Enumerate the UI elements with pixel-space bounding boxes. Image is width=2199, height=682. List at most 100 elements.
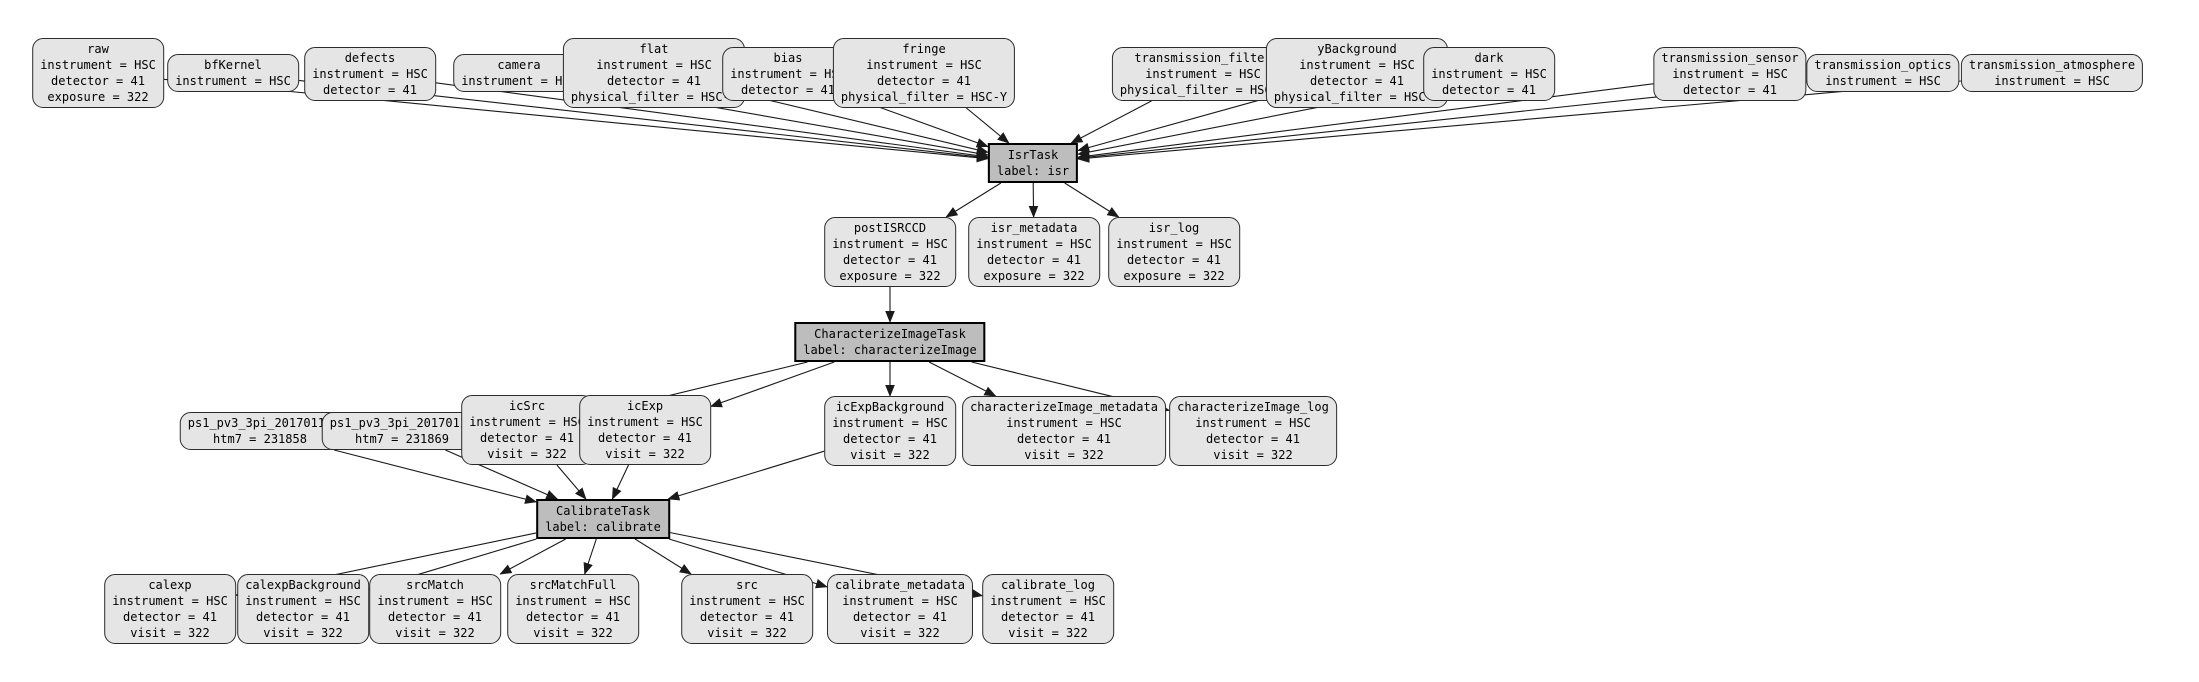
node-attribute: detector = 41 [607, 74, 701, 88]
node-CharacterizeImageTask: CharacterizeImageTask label: characterize… [794, 322, 986, 362]
node-attribute: instrument = HSC [1672, 67, 1788, 81]
node-attribute: physical_filter = HSC-Y [570, 90, 738, 104]
node-attribute: instrument = HSC [515, 594, 631, 608]
node-attribute: label: calibrate [545, 520, 661, 534]
node-title: src [736, 578, 758, 592]
node-title: ps1_pv3_3pi_20170110 [187, 416, 333, 430]
edge-CharacterizeImageTask-to-characterizeImage_metadata [928, 361, 997, 397]
node-title: isr_metadata [990, 221, 1078, 235]
node-title: flat [639, 42, 669, 56]
node-attribute: visit = 322 [533, 626, 613, 640]
edge-defects-to-IsrTask [435, 82, 989, 161]
node-attribute: detector = 41 [51, 74, 145, 88]
node-attribute: instrument = HSC [1006, 416, 1122, 430]
edge-icExpBackground-to-CalibrateTask [667, 450, 825, 501]
edge-IsrTask-to-isr_log [1064, 182, 1120, 218]
node-attribute: instrument = HSC [377, 594, 493, 608]
edge-CharacterizeImageTask-to-icExp [709, 361, 835, 408]
node-title: calibrate_log [1001, 578, 1095, 592]
node-attribute: physical_filter = HSC-Y [1119, 83, 1287, 97]
node-attribute: detector = 41 [1310, 74, 1404, 88]
node-attribute: detector = 41 [526, 610, 620, 624]
node-flat: flat instrument = HSC detector = 41 physica… [562, 38, 746, 108]
node-title: IsrTask [1007, 148, 1059, 162]
node-attribute: detector = 41 [987, 253, 1081, 267]
node-attribute: visit = 322 [707, 626, 787, 640]
node-attribute: detector = 41 [1017, 432, 1111, 446]
node-attribute: instrument = HSC [112, 594, 228, 608]
edge-CalibrateTask-to-srcMatchFull [583, 538, 597, 575]
node-attribute: detector = 41 [256, 610, 350, 624]
node-title: bias [773, 51, 803, 65]
node-attribute: detector = 41 [123, 610, 217, 624]
node-attribute: detector = 41 [877, 74, 971, 88]
node-title: CharacterizeImageTask [814, 327, 966, 341]
node-attribute: detector = 41 [843, 253, 937, 267]
node-title: characterizeImage_log [1177, 400, 1329, 414]
edge-IsrTask-to-postISRCCD [945, 182, 1002, 218]
edge-transmission_filter-to-IsrTask [1070, 100, 1152, 144]
node-title: icExpBackground [835, 400, 945, 414]
node-attribute: instrument = HSC [976, 237, 1092, 251]
node-attribute: instrument = HSC [596, 58, 712, 72]
node-attribute: visit = 322 [850, 448, 930, 462]
node-attribute: label: characterizeImage [803, 343, 977, 357]
node-attribute: instrument = HSC [1195, 416, 1311, 430]
node-attribute: instrument = HSC [245, 594, 361, 608]
node-attribute: instrument = HSC [730, 67, 846, 81]
node-title: calexp [148, 578, 192, 592]
node-IsrTask: IsrTask label: isr [987, 143, 1079, 183]
node-attribute: instrument = HSC [990, 594, 1106, 608]
node-title: calexpBackground [245, 578, 361, 592]
node-attribute: instrument = HSC [1994, 74, 2110, 88]
edge-fringe-to-IsrTask [966, 107, 1010, 144]
node-attribute: exposure = 322 [983, 269, 1085, 283]
node-attribute: visit = 322 [1213, 448, 1293, 462]
node-attribute: visit = 322 [860, 626, 940, 640]
node-attribute: instrument = HSC [175, 74, 291, 88]
node-attribute: visit = 322 [487, 447, 567, 461]
edge-ps1_a-to-CalibrateTask [333, 449, 538, 504]
node-attribute: detector = 41 [843, 432, 937, 446]
edge-transmission_atmosphere-to-IsrTask [1077, 80, 1961, 163]
node-attribute: instrument = HSC [469, 415, 585, 429]
node-attribute: physical_filter = HSC-Y [840, 90, 1008, 104]
node-title: camera [497, 58, 541, 72]
node-attribute: visit = 322 [263, 626, 343, 640]
node-title: CalibrateTask [556, 504, 650, 518]
node-attribute: instrument = HSC [1825, 74, 1941, 88]
node-attribute: instrument = HSC [1145, 67, 1261, 81]
node-attribute: instrument = HSC [1116, 237, 1232, 251]
node-calibrate_log: calibrate_log instrument = HSC detector = … [982, 574, 1114, 644]
node-attribute: instrument = HSC [461, 74, 577, 88]
node-attribute: detector = 41 [1001, 610, 1095, 624]
node-attribute: instrument = HSC [832, 237, 948, 251]
node-attribute: visit = 322 [1024, 448, 1104, 462]
node-title: raw [87, 42, 109, 56]
node-attribute: label: isr [996, 164, 1070, 178]
node-attribute: detector = 41 [323, 83, 417, 97]
node-title: transmission_optics [1814, 58, 1952, 72]
node-attribute: instrument = HSC [1299, 58, 1415, 72]
node-title: calibrate_metadata [834, 578, 966, 592]
node-attribute: instrument = HSC [866, 58, 982, 72]
edge-CalibrateTask-to-srcMatch [499, 538, 566, 575]
